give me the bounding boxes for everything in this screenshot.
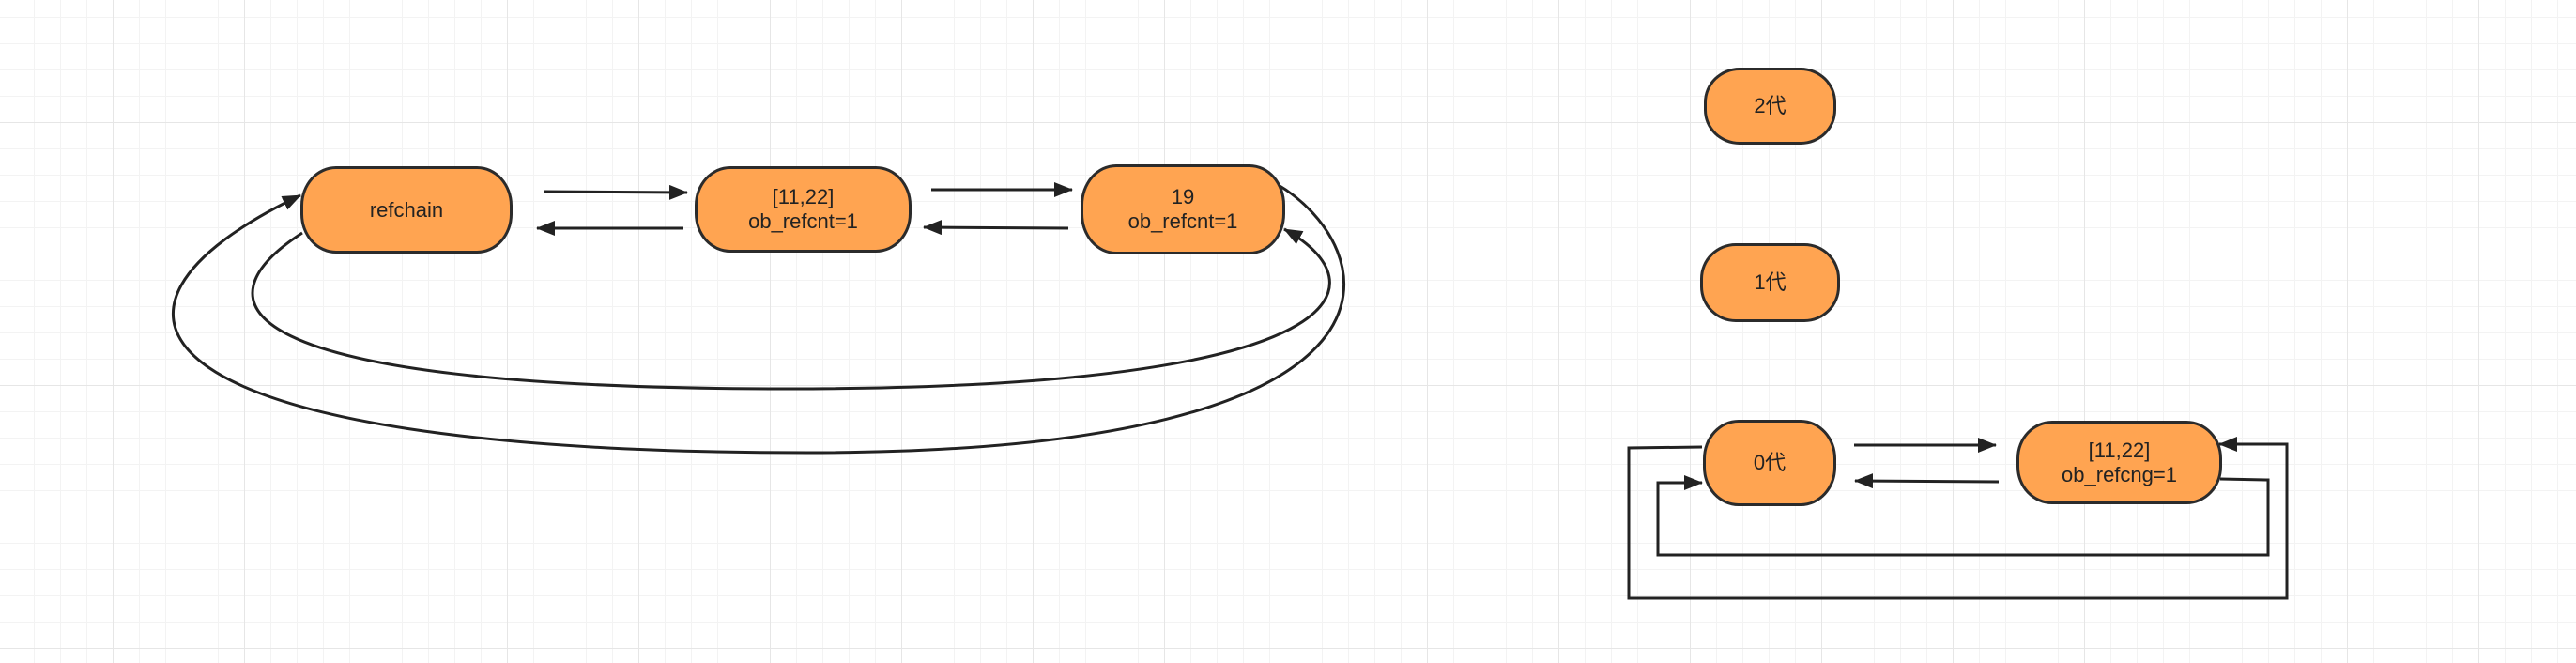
node-list-right-line2: ob_refcng=1 xyxy=(2062,462,2177,486)
node-gen1: 1代 xyxy=(1700,243,1840,322)
edge-19-to-list xyxy=(923,220,1069,236)
node-int-19-line2: ob_refcnt=1 xyxy=(1127,209,1238,233)
node-int-19-line1: 19 xyxy=(1171,185,1195,208)
node-list-right: [11,22] ob_refcng=1 xyxy=(2016,421,2222,504)
node-refchain-label: refchain xyxy=(369,197,444,222)
node-list-left-line1: [11,22] xyxy=(772,185,835,208)
node-int-19: 19 ob_refcnt=1 xyxy=(1081,164,1285,254)
edge-loop-outer xyxy=(172,182,1345,455)
edge-list-to-gen0 xyxy=(1854,473,2000,489)
edge-loop-outer-right xyxy=(1627,437,2289,600)
node-gen0: 0代 xyxy=(1703,420,1836,506)
node-gen1-label: 1代 xyxy=(1754,270,1786,294)
node-refchain: refchain xyxy=(300,166,513,254)
edge-loop-inner xyxy=(251,227,1331,391)
node-gen2: 2代 xyxy=(1704,68,1836,145)
node-list-right-line1: [11,22] xyxy=(2088,438,2151,462)
node-list-left: [11,22] ob_refcnt=1 xyxy=(695,166,912,253)
node-gen2-label: 2代 xyxy=(1754,94,1786,117)
node-gen0-label: 0代 xyxy=(1753,451,1786,474)
node-list-left-line2: ob_refcnt=1 xyxy=(748,209,858,233)
edge-refchain-to-list xyxy=(544,184,688,200)
edge-loop-inner-right xyxy=(1656,475,2270,557)
